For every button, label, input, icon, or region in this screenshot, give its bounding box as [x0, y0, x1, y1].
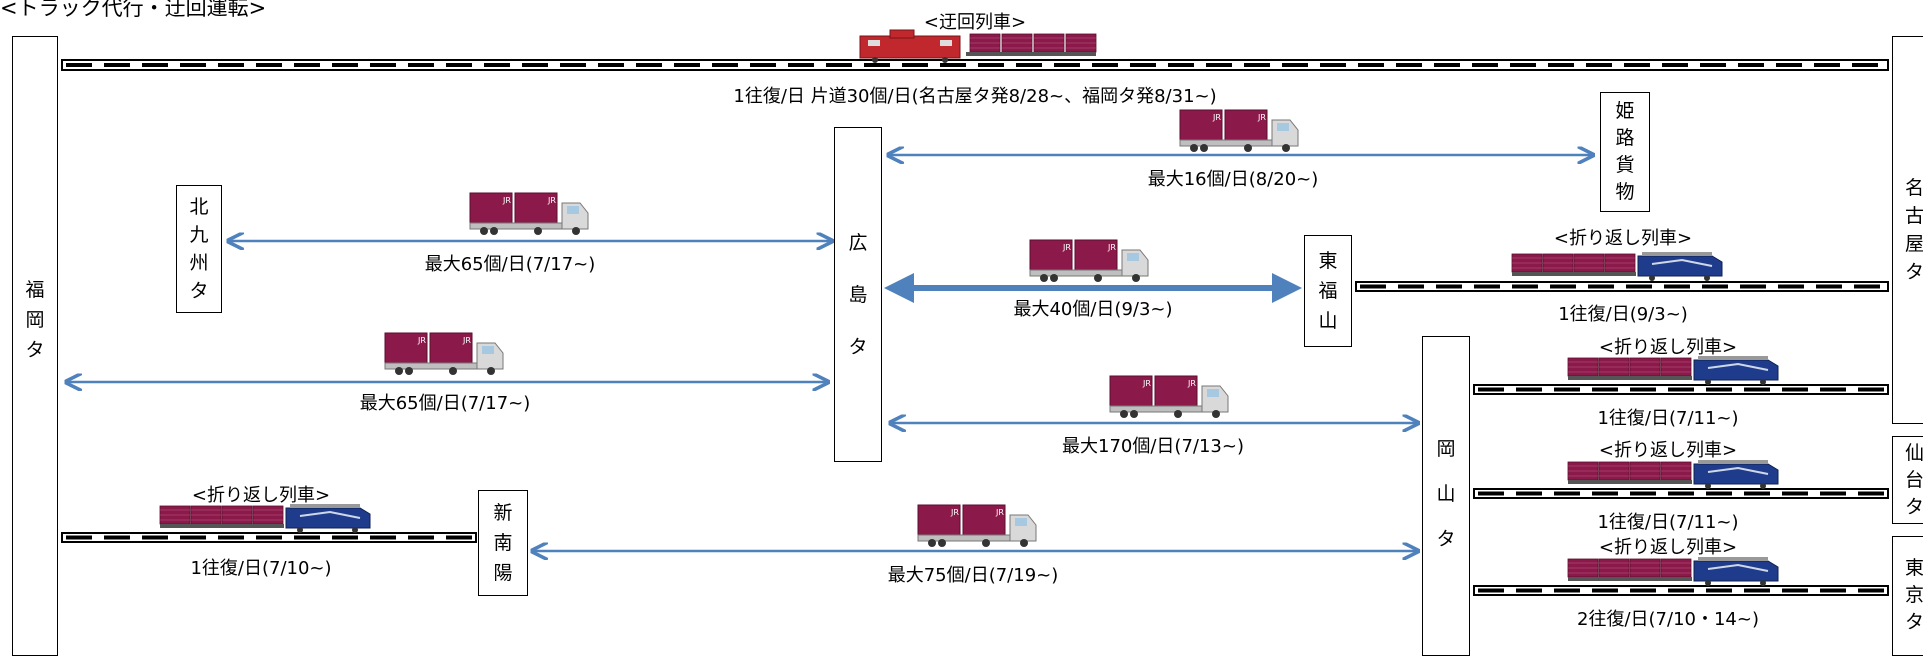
container-truck-icon — [384, 332, 504, 376]
label-shinnanyo-okayama: 最大75個/日(7/19~) — [887, 565, 1059, 586]
station-char: 岡 — [25, 309, 45, 331]
station-char: 東 — [1318, 250, 1338, 272]
station-char: 陽 — [493, 562, 513, 584]
turnback-okayama-2-title: <折り返し列車> — [1598, 440, 1738, 461]
station-char: 京 — [1905, 584, 1923, 606]
diagram-graphics: JR JR — [61, 0, 1889, 596]
turnback-okayama-3-info: 2往復/日(7/10・14~) — [1577, 609, 1759, 630]
station-char: 島 — [848, 283, 868, 306]
turnback-nagoya-title: <折り返し列車> — [1553, 228, 1693, 249]
turnback-okayama-2-info: 1往復/日(7/11~) — [1597, 512, 1739, 533]
station-char: 仙 — [1905, 441, 1923, 464]
shinnanyo-turnback-track — [61, 532, 477, 543]
container-truck-icon — [917, 504, 1037, 548]
container-truck-icon — [469, 192, 589, 236]
container-truck-icon — [1109, 375, 1229, 419]
station-char: 物 — [1615, 181, 1635, 203]
turnback-nagoya-info: 1往復/日(9/3~) — [1558, 304, 1688, 325]
station-char: 福 — [25, 279, 45, 301]
station-char: 岡 — [1436, 438, 1456, 460]
detour-train-title: <迂回列車> — [923, 12, 1027, 33]
container-truck-icon — [1179, 109, 1299, 153]
station-char: 台 — [1905, 468, 1923, 491]
station-char: 南 — [493, 532, 513, 554]
turnback-shinnanyo-info: 1往復/日(7/10~) — [190, 558, 332, 579]
station-char: 屋 — [1905, 233, 1923, 255]
container-truck-icon — [1029, 239, 1149, 283]
station-char: 福 — [1318, 280, 1338, 302]
label-kitakyushu-hiroshima: 最大65個/日(7/17~) — [424, 254, 596, 275]
diagram-title: <トラック代行・迂回運転> — [0, 0, 267, 20]
station-char: 名 — [1905, 177, 1923, 199]
turnback-okayama-1-info: 1往復/日(7/11~) — [1597, 408, 1739, 429]
okayama-turnback-track-2 — [1473, 488, 1889, 499]
okayama-turnback-track-3 — [1473, 585, 1889, 596]
electric-freight-train-icon — [1512, 252, 1722, 281]
detour-train-info: 1往復/日 片道30個/日(名古屋タ発8/28~、福岡タ発8/31~) — [733, 86, 1217, 107]
station-hiroshima: 広 島 タ — [834, 127, 882, 462]
label-hiroshima-higashifukuyama: 最大40個/日(9/3~) — [1013, 299, 1173, 320]
station-tokyo: 東 京 タ — [1892, 536, 1923, 656]
station-shinnanyo: 新 南 陽 — [478, 490, 528, 596]
station-char: タ — [1436, 528, 1456, 550]
station-fukuoka: 福 岡 タ — [12, 36, 58, 656]
station-char: 州 — [189, 252, 209, 274]
station-sendai: 仙 台 タ — [1892, 436, 1923, 524]
station-char: 広 — [848, 231, 868, 254]
turnback-okayama-1-title: <折り返し列車> — [1598, 337, 1738, 358]
electric-freight-train-icon — [1568, 557, 1778, 586]
nagoya-turnback-track — [1355, 281, 1889, 292]
station-char: タ — [1905, 261, 1923, 283]
electric-freight-train-icon — [1568, 356, 1778, 385]
electric-freight-train-icon — [1568, 460, 1778, 489]
station-nagoya: 名 古 屋 タ — [1892, 36, 1923, 424]
station-char: 姫 — [1615, 100, 1635, 122]
station-char: タ — [848, 335, 868, 358]
label-fukuoka-hiroshima: 最大65個/日(7/17~) — [359, 393, 531, 414]
station-char: タ — [25, 339, 45, 361]
station-char: 路 — [1615, 127, 1635, 149]
station-char: 新 — [493, 502, 513, 524]
station-char: 山 — [1436, 483, 1456, 505]
station-char: 古 — [1905, 205, 1923, 227]
station-himeji: 姫 路 貨 物 — [1600, 92, 1650, 212]
station-char: 東 — [1905, 557, 1923, 579]
turnback-okayama-3-title: <折り返し列車> — [1598, 537, 1738, 558]
station-char: タ — [1905, 611, 1923, 633]
station-kitakyushu: 北 九 州 タ — [176, 185, 222, 313]
turnback-shinnanyo-title: <折り返し列車> — [191, 485, 331, 506]
label-hiroshima-himeji: 最大16個/日(8/20~) — [1147, 169, 1319, 190]
label-hiroshima-okayama: 最大170個/日(7/13~) — [1062, 436, 1244, 457]
station-char: 貨 — [1615, 154, 1635, 176]
station-char: 九 — [189, 224, 209, 246]
station-char: タ — [1905, 495, 1923, 518]
station-char: タ — [189, 280, 209, 302]
station-char: 北 — [189, 196, 209, 218]
station-higashifukuyama: 東 福 山 — [1304, 235, 1352, 347]
station-char: 山 — [1318, 310, 1338, 332]
diesel-freight-train-icon — [860, 30, 1096, 63]
station-okayama: 岡 山 タ — [1422, 336, 1470, 656]
detour-track — [61, 59, 1889, 71]
okayama-turnback-track-1 — [1473, 384, 1889, 395]
electric-freight-train-icon — [160, 504, 370, 533]
